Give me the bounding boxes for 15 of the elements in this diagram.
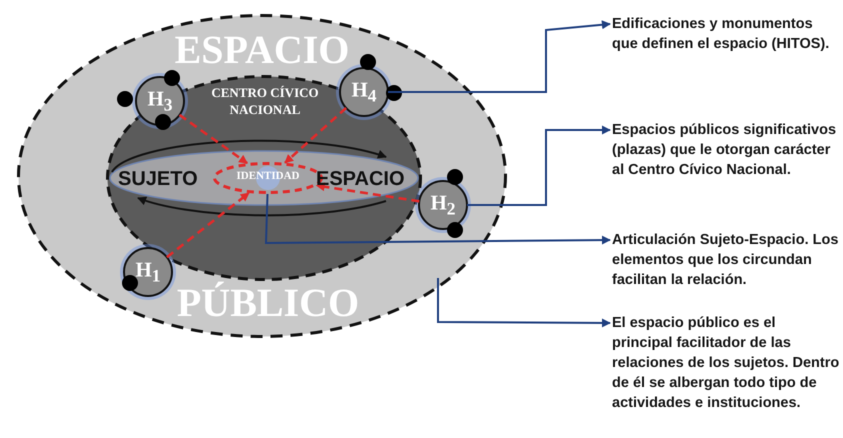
dashed-arrow (178, 114, 248, 164)
public-space-ellipse (17, 14, 507, 338)
band-label: SUJETO (118, 166, 212, 192)
dashed-arrow (284, 107, 347, 164)
description-text: Edificaciones y monumentos que definen el espacio (HITOS). (612, 14, 840, 54)
description-text: El espacio público es el principal facilitador de las relaciones de los sujetos. Dentro de él se albergan todo tipo de actividades e instituciones. (612, 313, 840, 413)
description-text: Articulación Sujeto-Espacio. Los elementos que los circundan facilitan la relación. (612, 230, 840, 290)
description-text: Espacios públicos significativos (plazas) que le otorgan carácter al Centro Cívico Nacional. (612, 120, 840, 180)
leader-arrow (467, 126, 611, 206)
identity-label: IDENTIDAD (236, 170, 300, 182)
region-label: CENTRO CÍVICO NACIONAL (210, 84, 320, 118)
leader-arrow (437, 278, 611, 328)
dashed-arrow (166, 192, 250, 258)
leader-arrow (388, 20, 611, 93)
curved-arrow (137, 196, 386, 216)
